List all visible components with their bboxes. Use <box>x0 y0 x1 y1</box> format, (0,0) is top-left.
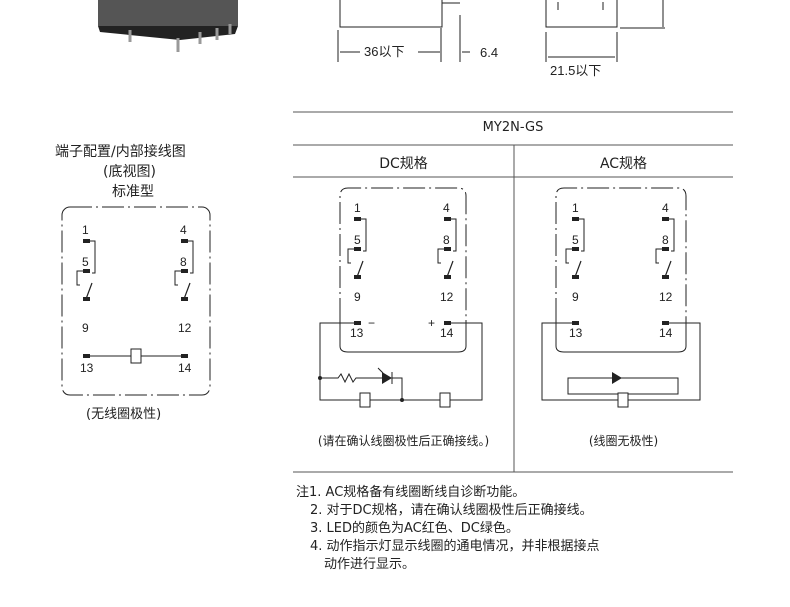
ac-wiring-diagram <box>541 187 701 408</box>
pin-label: 9 <box>572 290 579 304</box>
polarity-plus: + <box>428 316 435 330</box>
pin-label: 12 <box>440 290 454 304</box>
pin-label: 4 <box>180 223 187 237</box>
dc-wiring-diagram <box>318 187 483 408</box>
relay-photo <box>98 0 238 52</box>
pin-label: 8 <box>180 255 187 269</box>
pin-label: 13 <box>350 326 364 340</box>
dc-caption: (请在确认线圈极性后正确接线。) <box>317 434 490 448</box>
left-title: 端子配置/内部接线图 <box>55 144 186 160</box>
note-4: 4. 动作指示灯显示线圈的通电情况，并非根据接点 <box>310 539 600 554</box>
pin-label: 1 <box>354 201 361 215</box>
pin-label: 14 <box>440 326 454 340</box>
note-1: 注1. AC规格备有线圈断线自诊断功能。 <box>296 485 526 500</box>
pin-label: 8 <box>443 233 450 247</box>
pin-label: 14 <box>178 361 192 375</box>
polarity-minus: − <box>368 316 375 330</box>
left-type: 标准型 <box>112 184 154 200</box>
pin-label: 8 <box>662 233 669 247</box>
left-subtitle: (底视图) <box>103 164 156 180</box>
pin-label: 12 <box>178 321 192 335</box>
spec-table-lines <box>293 111 733 473</box>
pin-label: 4 <box>443 201 450 215</box>
pin-label: 9 <box>354 290 361 304</box>
pin-label: 5 <box>354 233 361 247</box>
ac-header: AC规格 <box>599 156 648 172</box>
pin-label: 9 <box>82 321 89 335</box>
notes: 注1. AC规格备有线圈断线自诊断功能。 2. 对于DC规格，请在确认线圈极性后… <box>296 484 600 574</box>
pin-label: 14 <box>659 326 673 340</box>
pin-label: 5 <box>572 233 579 247</box>
pin-label: 12 <box>659 290 673 304</box>
dimension-drawing <box>337 0 665 62</box>
note-2: 2. 对于DC规格，请在确认线圈极性后正确接线。 <box>310 503 593 518</box>
pin-label: 1 <box>82 223 89 237</box>
pin-label: 5 <box>82 255 89 269</box>
note-4-cont: 动作进行显示。 <box>324 557 416 572</box>
model-header: MY2N-GS <box>482 120 544 135</box>
pin-label: 1 <box>572 201 579 215</box>
note-3: 3. LED的颜色为AC红色、DC绿色。 <box>310 521 519 536</box>
left-caption: (无线圈极性) <box>86 407 162 422</box>
pin-label: 13 <box>569 326 583 340</box>
dim-pin: 6.4 <box>480 45 498 60</box>
dim-length: 36以下 <box>364 44 404 59</box>
ac-caption: (线圈无极性) <box>588 434 659 448</box>
standard-wiring-diagram <box>61 206 211 396</box>
pin-label: 13 <box>80 361 94 375</box>
dc-header: DC规格 <box>379 156 428 172</box>
pin-label: 4 <box>662 201 669 215</box>
dim-width: 21.5以下 <box>550 63 601 78</box>
